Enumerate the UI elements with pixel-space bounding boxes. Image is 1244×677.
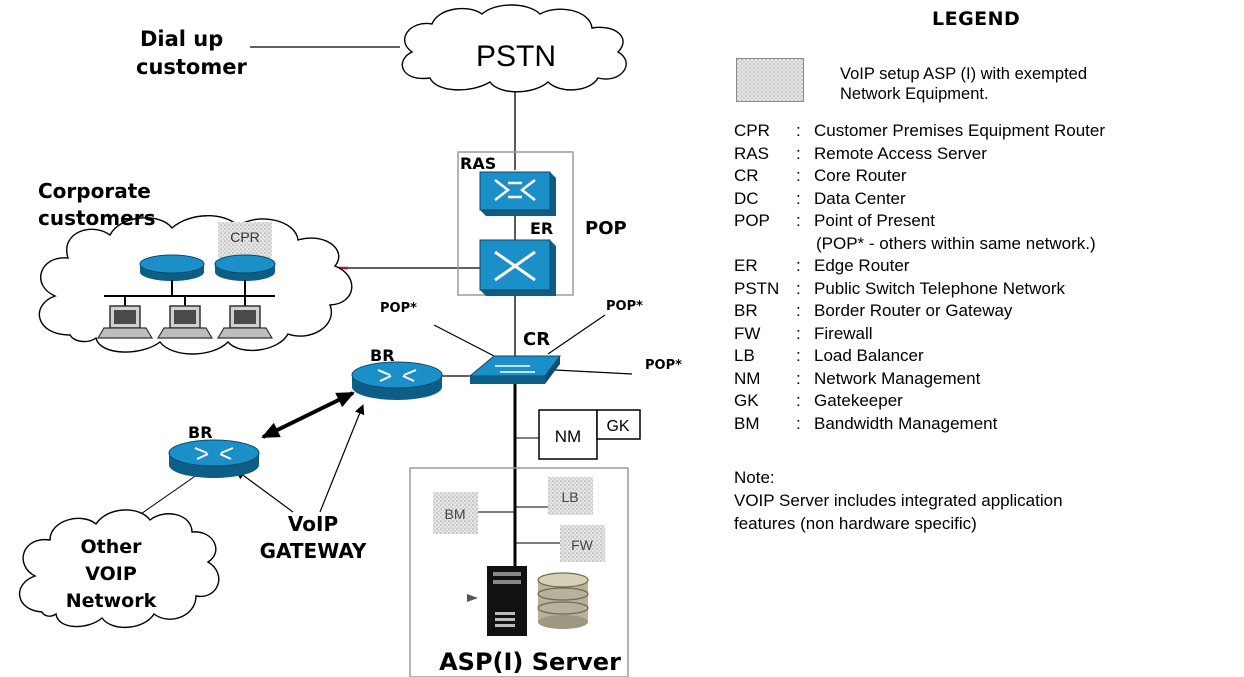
pstn-cloud (401, 4, 627, 93)
voip-gateway-label-1: VoIP (288, 512, 338, 536)
voip-gateway-label-2: GATEWAY (260, 539, 367, 563)
cr-pop-far-link (554, 369, 633, 375)
fw-label: FW (571, 537, 594, 553)
cpr-label: CPR (230, 229, 260, 245)
legend-entry: POP:Point of Present (734, 211, 935, 230)
database-icon (537, 572, 589, 629)
pop-star-left-label: POP* (380, 301, 417, 316)
legend-entry: PSTN:Public Switch Telephone Network (734, 278, 1066, 298)
br-lower-router (168, 439, 260, 478)
pc-2-icon (156, 305, 214, 339)
abbreviation-list: CPR:Customer Premises Equipment Router R… (734, 120, 1105, 435)
bm-label: BM (445, 506, 466, 522)
cpr-swatch (218, 222, 272, 258)
br-br-link (261, 391, 355, 439)
br-lower-label: BR (188, 423, 213, 442)
fw-swatch (560, 525, 605, 562)
pop-star-right-label: POP* (606, 299, 643, 314)
pc-1-icon (96, 305, 154, 339)
pop-label: POP (585, 218, 627, 239)
diagram-labels: Dial up customer PSTN RAS ER POP Corpora… (38, 27, 682, 676)
er-label: ER (530, 219, 553, 238)
other-voip-label-3: Network (66, 590, 157, 612)
bm-swatch (433, 492, 478, 534)
voip-arrow-left (235, 469, 294, 513)
pstn-label: PSTN (476, 40, 556, 73)
pc-3-icon (216, 305, 274, 339)
ras-arrows-icon (494, 179, 536, 201)
lb-label: LB (561, 489, 578, 505)
other-voip-label-2: VOIP (85, 563, 137, 585)
cpr-router (214, 254, 276, 281)
legend-entry: BM:Bandwidth Management (734, 413, 998, 433)
ras-device (479, 171, 556, 216)
note-line-2: features (non hardware specific) (734, 514, 977, 533)
br-upper-router (351, 361, 443, 400)
cr-router (468, 355, 561, 384)
cr-pop-right-link (547, 314, 606, 355)
nm-box (538, 409, 598, 460)
gk-box (596, 409, 641, 440)
pop-star-far-label: POP* (645, 358, 682, 373)
other-voip-cloud (18, 509, 220, 629)
other-voip-label-1: Other (80, 536, 142, 558)
server-tower-icon (467, 566, 527, 636)
cr-pop-left-link (433, 324, 497, 358)
voip-arrow-right (319, 404, 365, 513)
asp-server-label: ASP(I) Server (439, 648, 621, 676)
legend-swatch-text: VoIP setup ASP (I) with exempted Network… (840, 64, 1220, 104)
legend-note: Note: VOIP Server includes integrated ap… (734, 466, 1214, 535)
corporate-label-1: Corporate (38, 179, 151, 203)
legend-pop-sub: (POP* - others within same network.) (816, 233, 1096, 253)
legend-swatch-line-1: VoIP setup ASP (I) with exempted (840, 65, 1088, 83)
legend-entry: CR:Core Router (734, 166, 907, 185)
dialup-label-1: Dial up (140, 27, 223, 51)
legend-swatch-line-2: Network Equipment. (840, 85, 989, 103)
note-title: Note: (734, 468, 775, 487)
legend-title: LEGEND (932, 8, 1021, 30)
dialup-label-2: customer (136, 55, 247, 79)
legend-entry: RAS:Remote Access Server (734, 143, 987, 163)
lb-swatch (548, 477, 593, 515)
legend-entry: BR:Border Router or Gateway (734, 301, 1013, 320)
corporate-label-2: customers (38, 206, 155, 230)
legend-swatch (736, 58, 804, 102)
legend-entry: FW:Firewall (734, 323, 873, 343)
legend-entry: ER:Edge Router (734, 256, 910, 275)
legend-entry: DC:Data Center (734, 188, 906, 208)
legend-entry: LB:Load Balancer (734, 346, 924, 365)
br-upper-label: BR (370, 346, 395, 365)
legend-entry: GK:Gatekeeper (734, 391, 903, 410)
legend-entry: NM:Network Management (734, 368, 981, 388)
nm-label: NM (555, 427, 581, 446)
ras-label: RAS (460, 154, 496, 173)
legend-panel: LEGEND VoIP setup ASP (I) with exempted … (724, 0, 1244, 677)
cr-label: CR (523, 329, 550, 350)
note-line-1: VOIP Server includes integrated applicat… (734, 491, 1063, 510)
asp-box (409, 467, 629, 677)
corp-router-1 (139, 254, 205, 281)
legend-entry: CPR:Customer Premises Equipment Router (734, 121, 1106, 140)
er-device (479, 239, 556, 296)
gk-label: GK (606, 418, 629, 435)
switch-x-icon (494, 250, 536, 282)
